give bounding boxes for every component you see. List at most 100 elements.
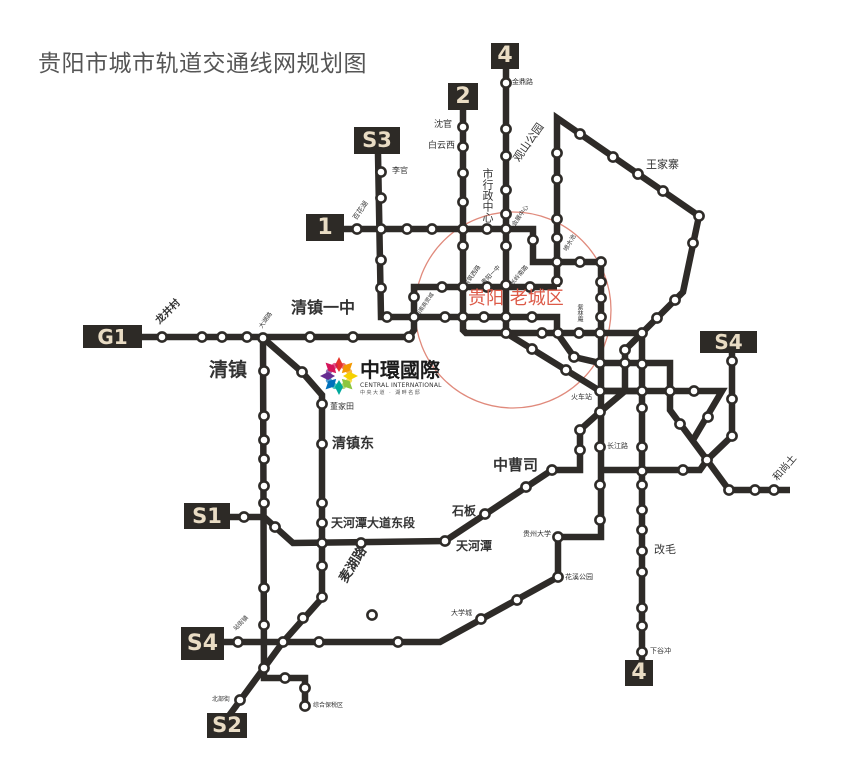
station-icon [269,521,281,533]
station-icon [316,591,328,603]
station-icon [500,184,512,196]
station-label: 大学城 [451,609,472,617]
logo-english-name: CENTRAL INTERNATIONAL [360,382,442,389]
station-icon [279,672,291,684]
flower-logo-icon [320,357,358,395]
station-icon [636,465,648,477]
station-label: 白云西 [428,141,456,151]
station-icon [520,481,532,493]
station-label: 花溪公园 [565,573,593,581]
station-icon [573,327,585,339]
station-icon [500,279,512,291]
line-badge: 4 [625,660,653,686]
station-icon [500,327,512,339]
station-icon [701,454,713,466]
station-icon [551,256,563,268]
station-icon [677,464,689,476]
station-label: 紫林庵 [576,304,583,322]
station-label: 董家田 [330,402,354,411]
station-label: 市行政中心 [481,168,494,223]
station-icon [768,484,780,496]
station-icon [457,141,469,153]
station-icon [258,365,270,377]
station-icon [403,331,415,343]
page-title: 贵阳市城市轨道交通线网规划图 [38,51,367,77]
station-icon [551,173,563,185]
station-icon [552,571,564,583]
station-label: 综合保税区 [313,702,344,709]
station-icon [257,332,269,344]
station-icon [232,636,244,648]
station-icon [551,213,563,225]
line-badge: S3 [354,127,400,154]
logo-petal-icon [320,372,335,380]
station-icon [258,453,270,465]
station-icon [457,167,469,179]
station-icon [619,357,631,369]
station-icon [688,385,700,397]
district-label: 清镇 [209,359,248,381]
station-icon [297,612,309,624]
logo-petal-icon [335,380,343,395]
station-icon [277,636,289,648]
station-icon [258,497,270,509]
station-icon [238,511,250,523]
station-icon [595,311,607,323]
station-icon [500,77,512,89]
station-icon [258,434,270,446]
station-icon [636,524,648,536]
station-icon [636,385,648,397]
station-icon [316,398,328,410]
station-icon [632,168,644,180]
line-badge: 2 [448,83,478,110]
station-icon [234,694,246,706]
station-icon [657,185,669,197]
station-icon [457,281,469,293]
station-icon [258,480,270,492]
station-icon [619,344,631,356]
station-icon [594,514,606,526]
station-icon [316,537,328,549]
station-icon [636,504,648,516]
station-icon [500,123,512,135]
station-icon [355,537,367,549]
station-icon [568,351,580,363]
station-icon [457,121,469,133]
line-badge: 4 [491,43,519,69]
rail-line-east-link [600,458,710,474]
station-icon [636,479,648,491]
station-icon [478,311,490,323]
station-icon [636,358,648,370]
station-label: 李官 [392,166,408,175]
station-icon [258,410,270,422]
station-icon [481,223,493,235]
station-icon [392,636,404,648]
station-label: 沈官 [434,120,453,130]
station-icon [439,535,451,547]
station-icon [156,331,168,343]
station-icon [375,223,387,235]
station-icon [526,311,538,323]
station-icon [439,311,451,323]
station-icon [687,237,699,249]
station-label: 金鼎路 [512,78,533,86]
station-icon [258,619,270,631]
line-badge: S4 [181,627,224,660]
station-icon [313,636,325,648]
station-icon [594,441,606,453]
station-label: 天河潭大道东段 [331,516,416,530]
station-icon [636,327,648,339]
station-icon [500,150,512,162]
station-icon [636,566,648,578]
station-icon [375,192,387,204]
logo-name: 中環國際 [360,358,440,382]
station-icon [316,438,328,450]
station-icon [664,385,676,397]
station-icon [316,497,328,509]
station-icon [552,327,564,339]
station-icon [595,256,607,268]
station-icon [551,232,563,244]
station-icon [651,312,663,324]
station-icon [636,602,648,614]
